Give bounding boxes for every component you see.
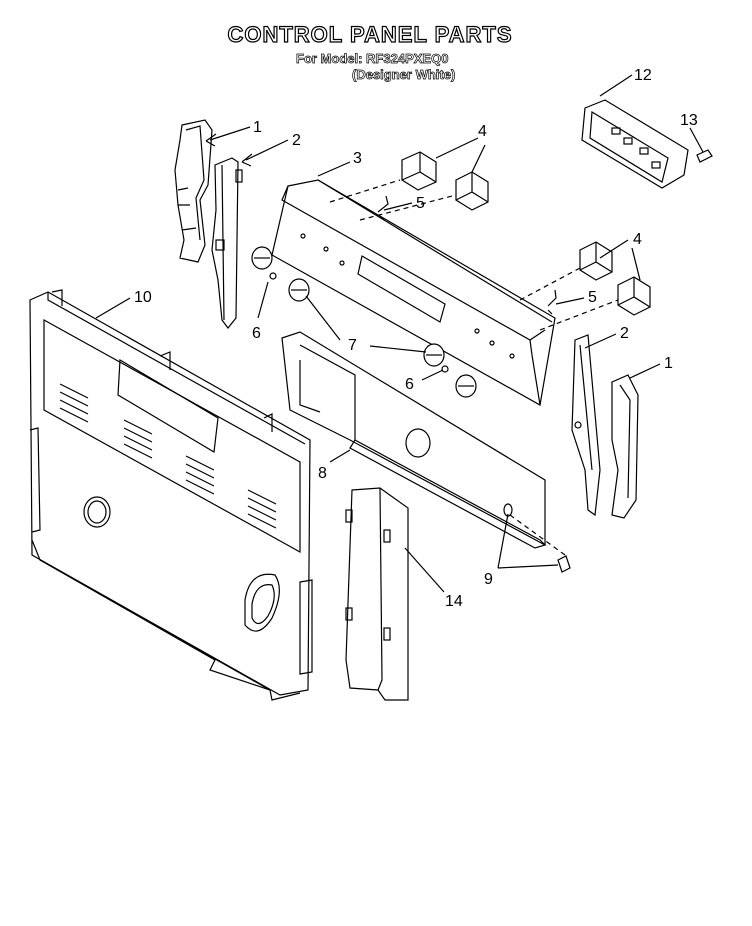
callout-5-lower: 5: [588, 289, 597, 306]
inner-panel-8: [281, 331, 547, 549]
side-bracket-2-right: [571, 334, 601, 517]
console-panel-3: [271, 179, 556, 406]
callout-2-right: 2: [620, 325, 629, 342]
screw-9: [503, 503, 571, 573]
callout-5-upper: 5: [416, 195, 425, 212]
control-module-12: [581, 99, 689, 189]
callout-8: 8: [318, 465, 327, 482]
side-bracket-2-left: [211, 157, 243, 329]
callout-1-left: 1: [253, 119, 262, 136]
channel-14: [345, 487, 409, 701]
callout-13: 13: [680, 112, 698, 129]
page-title: CONTROL PANEL PARTS: [227, 21, 513, 47]
callout-2-left: 2: [292, 132, 301, 149]
callout-4-upper: 4: [478, 123, 487, 140]
callout-10: 10: [134, 289, 152, 306]
callout-14: 14: [445, 593, 463, 610]
end-cap-1-left: [174, 119, 213, 263]
knob-7: [251, 246, 477, 398]
model-line: For Model: RF324PXEQ0: [296, 51, 449, 67]
rear-panel-10: [29, 289, 313, 701]
leader-dashes: [329, 179, 619, 556]
leader-arrows: [95, 74, 704, 593]
callout-6-left: 6: [252, 325, 261, 342]
screw-6: [269, 272, 449, 373]
screw-13: [696, 149, 713, 163]
callout-6-center: 6: [405, 376, 414, 393]
end-cap-1-right: [611, 374, 639, 519]
callout-9: 9: [484, 571, 493, 588]
callout-3: 3: [353, 150, 362, 167]
callout-12: 12: [634, 67, 652, 84]
switch-4-lower: [579, 241, 651, 316]
callout-4-lower: 4: [633, 231, 642, 248]
callout-7: 7: [348, 337, 357, 354]
color-line: (Designer White): [352, 67, 456, 83]
switch-4-upper: [401, 151, 489, 211]
callout-1-right: 1: [664, 355, 673, 372]
clip-5: [377, 195, 557, 315]
